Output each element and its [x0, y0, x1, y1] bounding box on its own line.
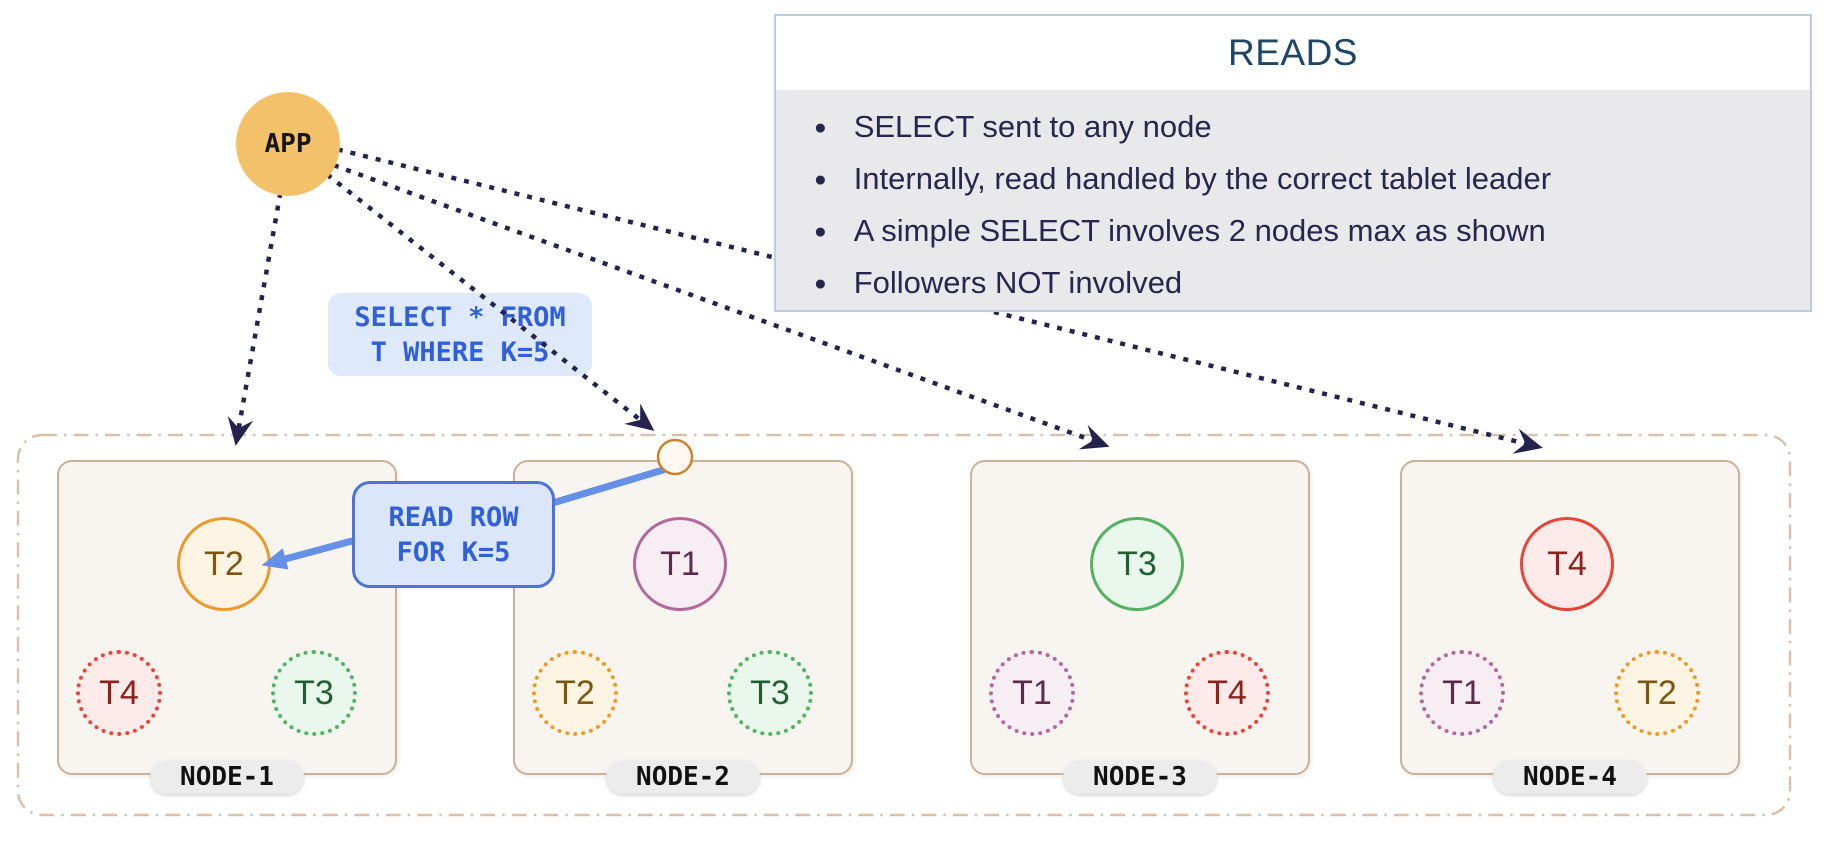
tablet-circle-follower: T2 — [532, 650, 618, 736]
node-name-pill: NODE-4 — [1493, 760, 1647, 794]
tablet-label: T2 — [1637, 673, 1677, 712]
tablet-circle-leader: T2 — [177, 517, 271, 611]
tablet-circle-leader: T3 — [1090, 517, 1184, 611]
tablet-circle-follower: T3 — [271, 650, 357, 736]
read-row-label: READ ROW FOR K=5 — [352, 481, 555, 588]
tablet-label: T3 — [1117, 544, 1157, 583]
bullet-icon: ● — [814, 219, 827, 243]
tablet-circle-leader: T4 — [1520, 517, 1614, 611]
node-box-1: T2 T4 T3 NODE-1 — [57, 460, 397, 794]
tablet-circle-follower: T3 — [727, 650, 813, 736]
tablet-label: T4 — [1547, 544, 1587, 583]
node-name: NODE-1 — [180, 762, 274, 792]
bullet-text: A simple SELECT involves 2 nodes max as … — [853, 213, 1546, 248]
reads-info-panel: READS ● SELECT sent to any node ● Intern… — [774, 14, 1812, 312]
node-name: NODE-2 — [636, 762, 730, 792]
list-item: ● Followers NOT involved — [814, 257, 1792, 309]
select-query-label: SELECT * FROM T WHERE K=5 — [328, 293, 592, 376]
tablet-label: T4 — [99, 673, 139, 712]
tablet-label: T3 — [294, 673, 334, 712]
tablet-circle-follower: T4 — [76, 650, 162, 736]
read-row-line1: READ ROW — [388, 501, 519, 533]
bullet-icon: ● — [814, 115, 827, 139]
bullet-icon: ● — [814, 271, 827, 295]
tablet-circle-leader: T1 — [633, 517, 727, 611]
tablet-label: T2 — [555, 673, 595, 712]
read-row-line2: FOR K=5 — [396, 536, 511, 568]
tablet-label: T3 — [750, 673, 790, 712]
node-box-4: T4 T1 T2 NODE-4 — [1400, 460, 1740, 794]
bullet-text: Followers NOT involved — [853, 265, 1183, 300]
tablet-circle-follower: T1 — [989, 650, 1075, 736]
node-name: NODE-3 — [1093, 762, 1187, 792]
tablet-label: T1 — [660, 544, 700, 583]
node-name-pill: NODE-1 — [150, 760, 304, 794]
node-name-pill: NODE-3 — [1063, 760, 1217, 794]
arrow-app-to-node1 — [227, 192, 283, 446]
node-name: NODE-4 — [1523, 762, 1617, 792]
node-box-2: T1 T2 T3 NODE-2 — [513, 460, 853, 794]
tablet-label: T1 — [1442, 673, 1482, 712]
list-item: ● A simple SELECT involves 2 nodes max a… — [814, 205, 1792, 257]
reads-panel-title: READS — [1228, 32, 1358, 73]
reads-panel-body: ● SELECT sent to any node ● Internally, … — [776, 90, 1810, 310]
node-name-pill: NODE-2 — [606, 760, 760, 794]
tablet-circle-follower: T1 — [1419, 650, 1505, 736]
tablet-label: T4 — [1207, 673, 1247, 712]
bullet-text: Internally, read handled by the correct … — [853, 161, 1552, 196]
list-item: ● SELECT sent to any node — [814, 101, 1792, 153]
list-item: ● Internally, read handled by the correc… — [814, 153, 1792, 205]
bullet-icon: ● — [814, 167, 827, 191]
app-label: APP — [264, 129, 312, 159]
node-box-3: T3 T1 T4 NODE-3 — [970, 460, 1310, 794]
select-query-line1: SELECT * FROM — [354, 301, 566, 333]
select-query-line2: T WHERE K=5 — [370, 336, 550, 368]
tablet-circle-follower: T2 — [1614, 650, 1700, 736]
bullet-text: SELECT sent to any node — [853, 109, 1212, 144]
app-circle: APP — [236, 92, 340, 196]
tablet-label: T1 — [1012, 673, 1052, 712]
tablet-label: T2 — [204, 544, 244, 583]
tablet-circle-follower: T4 — [1184, 650, 1270, 736]
